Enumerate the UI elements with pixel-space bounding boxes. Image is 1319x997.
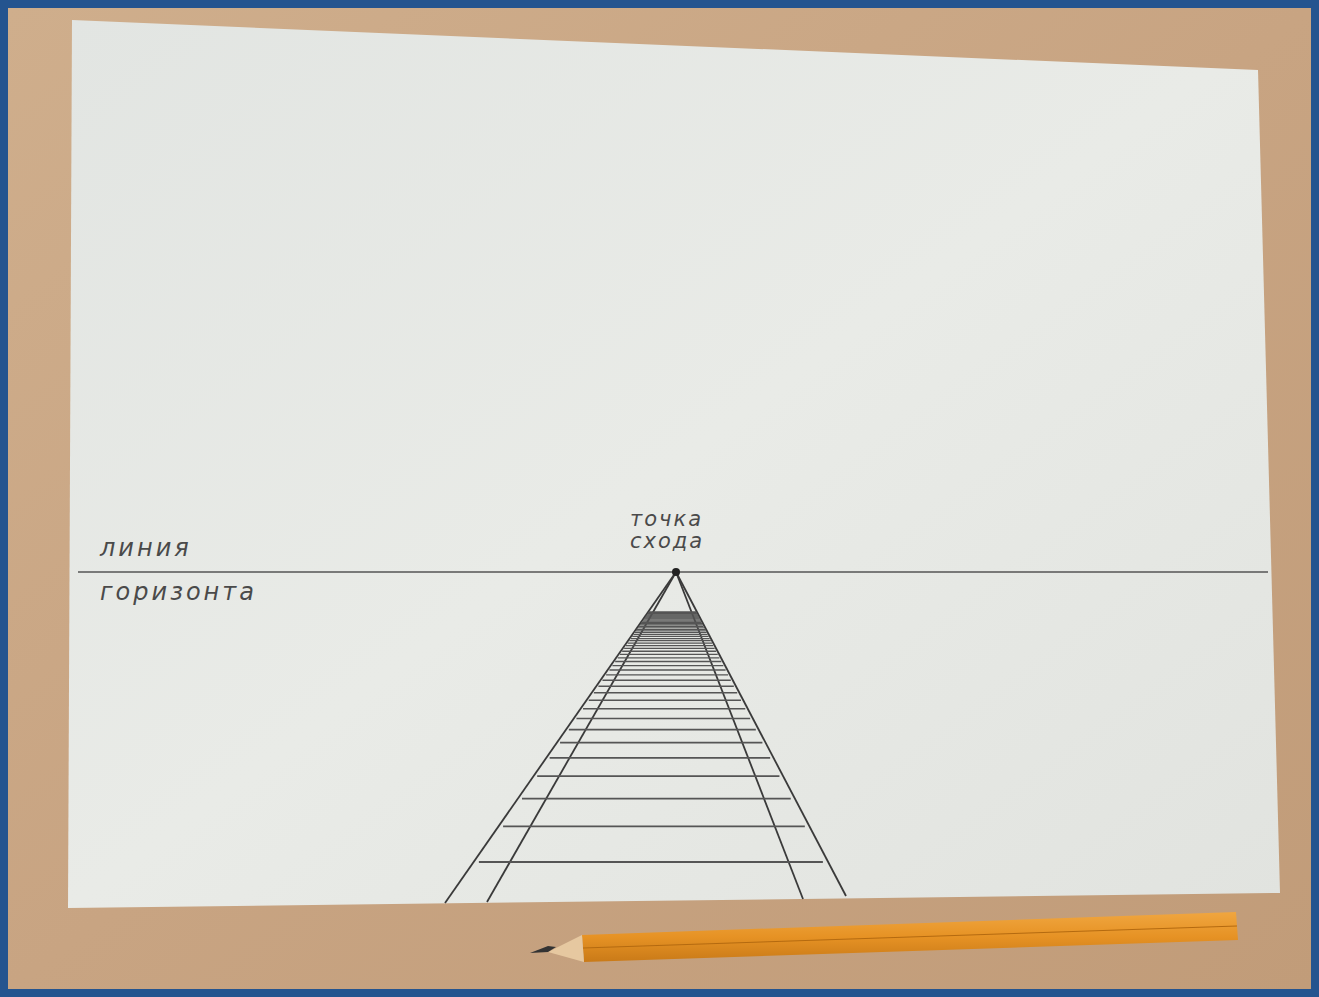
- railway-sleeper: [639, 626, 703, 627]
- railway-sleeper: [647, 614, 698, 615]
- railway-sleeper: [622, 651, 716, 652]
- railway-sleeper: [632, 636, 708, 637]
- railway-track: [445, 572, 846, 903]
- vanishing-point-label: точка схода: [630, 508, 750, 552]
- railway-sleeper: [635, 632, 707, 633]
- railway-sleeper: [640, 624, 703, 625]
- railway-sleeper: [598, 685, 733, 686]
- railway-sleeper: [618, 657, 720, 658]
- railway-sleeper: [589, 700, 741, 701]
- railway-sleeper: [569, 729, 756, 731]
- railway-sleeper: [631, 638, 710, 639]
- pencil: [530, 912, 1238, 962]
- railway-sleeper: [648, 612, 696, 613]
- railway-sleeper: [602, 680, 730, 681]
- railway-sleeper: [648, 613, 697, 614]
- rail-line: [676, 572, 846, 896]
- railway-sleeper: [638, 627, 704, 628]
- vanishing-point: [672, 568, 680, 576]
- horizon-label: линия: [100, 536, 192, 561]
- railway-sleeper: [644, 618, 700, 619]
- railway-sleeper: [629, 640, 711, 641]
- railway-sleeper: [641, 623, 702, 624]
- railway-sleeper: [624, 648, 715, 649]
- railway-sleeper: [636, 630, 706, 631]
- railway-sleeper: [620, 654, 718, 655]
- railway-sleeper: [522, 798, 791, 800]
- railway-sleeper: [626, 645, 713, 646]
- horizon-label: горизонта: [100, 580, 257, 605]
- table-surface: [8, 8, 1311, 989]
- rail-line: [445, 572, 676, 903]
- railway-sleeper: [634, 634, 708, 635]
- railway-sleeper: [560, 742, 762, 744]
- railway-sleeper: [643, 619, 700, 620]
- railway-sleeper: [642, 622, 702, 623]
- railway-sleeper: [645, 617, 699, 618]
- railway-sleeper: [606, 674, 728, 675]
- railway-sleeper: [609, 669, 725, 670]
- railway-sleeper: [646, 615, 698, 616]
- railway-sleeper: [612, 665, 723, 666]
- railway-sleeper: [637, 629, 705, 630]
- railway-sleeper: [576, 718, 750, 720]
- railway-sleeper: [645, 616, 698, 617]
- railway-sleeper: [649, 611, 696, 612]
- railway-sleeper: [615, 661, 721, 662]
- paper-sheet: [68, 20, 1280, 908]
- railway-sleeper: [537, 775, 779, 777]
- railway-sleeper: [550, 757, 771, 759]
- railway-sleeper: [643, 621, 701, 622]
- railway-sleeper: [647, 614, 697, 615]
- railway-sleeper: [594, 692, 737, 693]
- railway-sleeper: [503, 825, 805, 827]
- railway-sleeper: [583, 708, 745, 709]
- railway-sleeper: [479, 861, 823, 863]
- railway-sleeper: [628, 642, 712, 643]
